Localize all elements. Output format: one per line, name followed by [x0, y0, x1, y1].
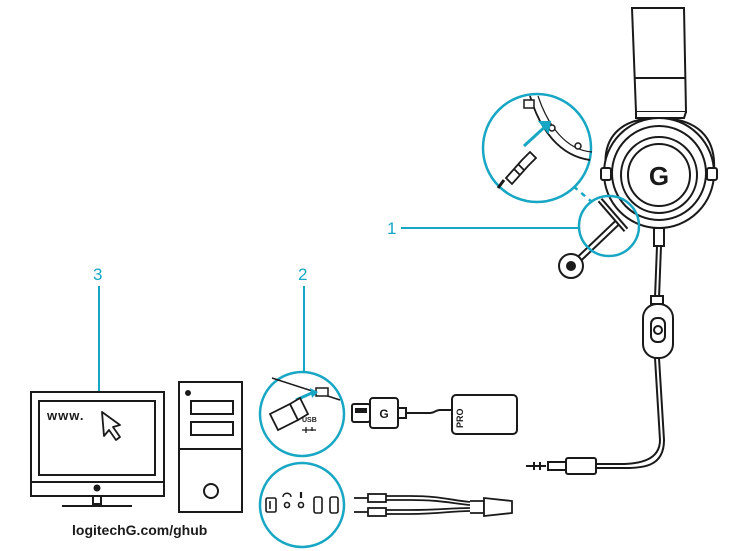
step-3-label: 3	[93, 265, 102, 284]
headset	[600, 7, 718, 247]
callout-mic-attach	[577, 194, 641, 258]
download-url: logitechG.com/ghub	[72, 522, 207, 538]
usb-dac	[351, 394, 518, 435]
step-1-label: 1	[387, 219, 396, 238]
headset-plug	[526, 457, 597, 475]
browser-url-text: www.	[46, 408, 84, 423]
pro-label: PRO	[455, 408, 465, 428]
pc-tower	[178, 381, 243, 513]
arrow-cursor-icon	[101, 411, 121, 441]
monitor	[30, 391, 165, 507]
headset-g-logo: G	[649, 161, 669, 191]
splitter-cable	[354, 493, 513, 518]
boom-mic	[558, 217, 623, 279]
zoom-usb-port: USB	[258, 370, 346, 458]
zoom-audio-jacks	[258, 461, 346, 549]
usb-adapter-logo: G	[379, 407, 388, 421]
headphone-icon	[282, 492, 292, 498]
usb-port-label: USB	[302, 417, 317, 424]
headset-cable	[596, 245, 666, 469]
step-2-label: 2	[298, 265, 307, 284]
inline-control	[642, 295, 674, 359]
usb-trident-icon	[302, 427, 316, 433]
zoom-mic-jack	[481, 92, 593, 204]
headband	[630, 7, 688, 113]
